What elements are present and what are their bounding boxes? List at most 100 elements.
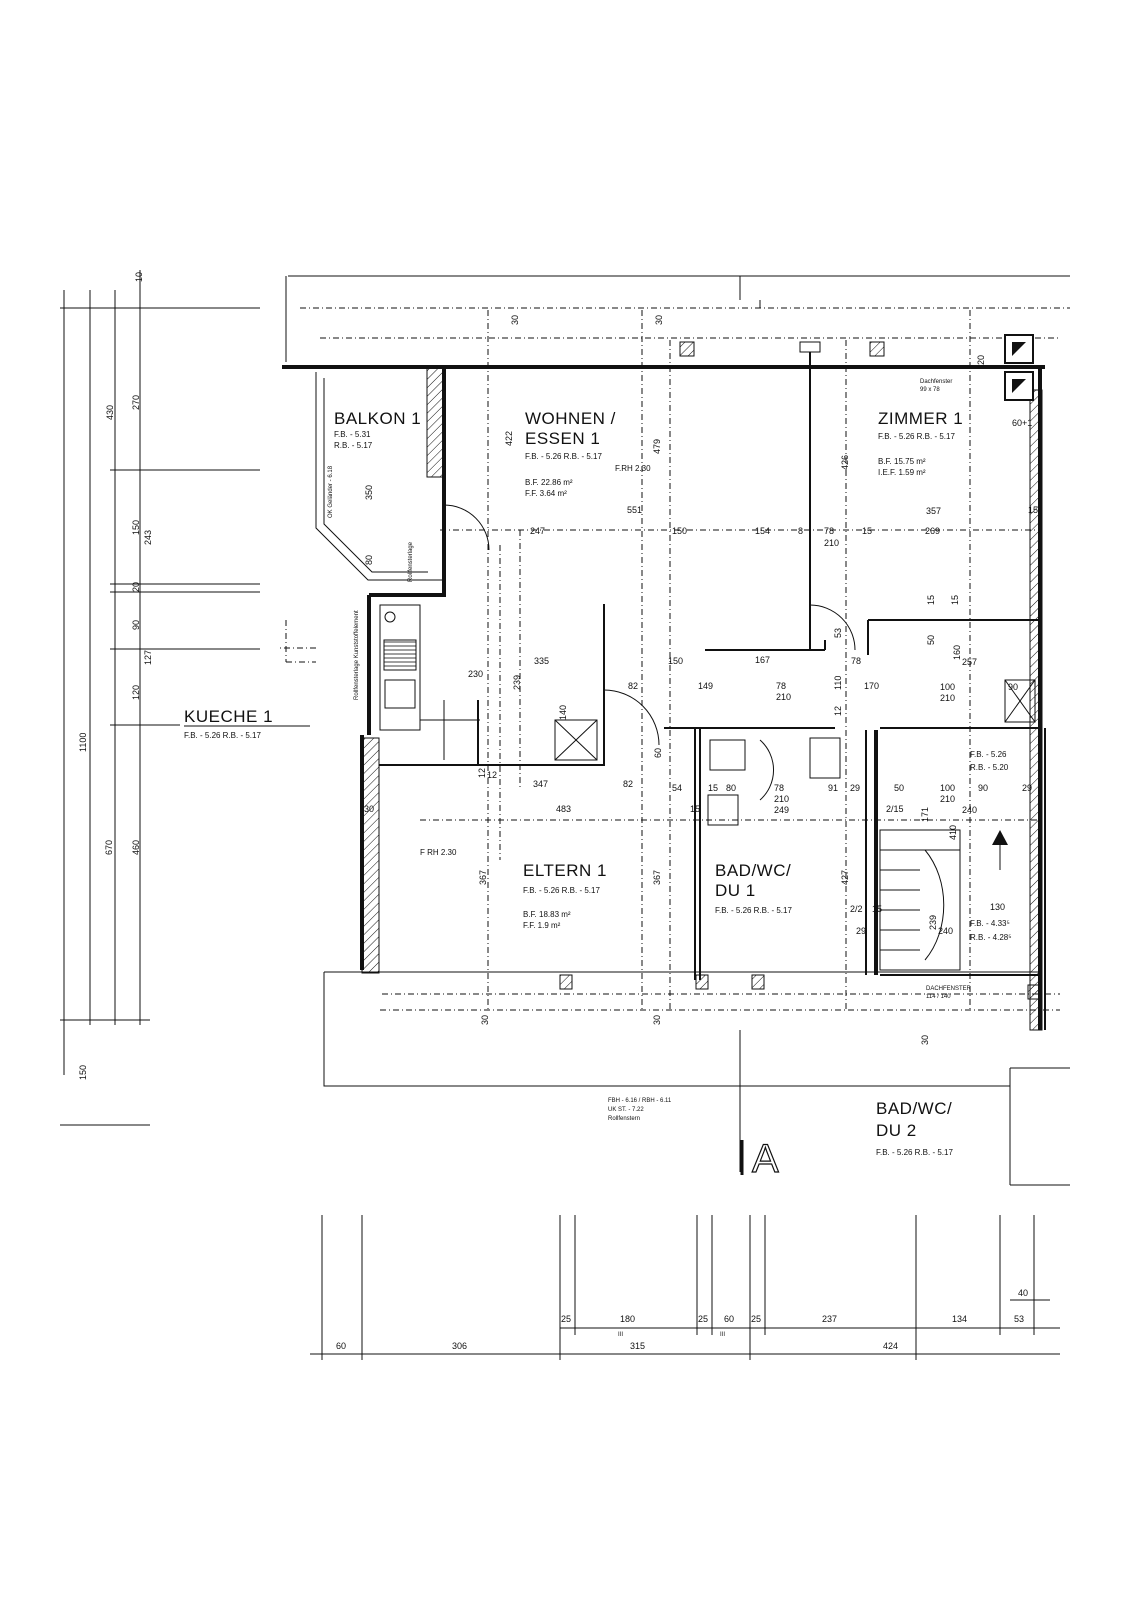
dim-label: 60 <box>724 1314 734 1324</box>
room-ff: F.F. 3.64 m² <box>525 489 567 498</box>
stair-fb2: F.B. - 4.33⁵ <box>970 919 1010 928</box>
dim-label: 127 <box>143 650 153 665</box>
room-bf: B.F. 22.86 m² <box>525 478 573 487</box>
dim-label: 239 <box>928 915 938 930</box>
dim-label: 25 <box>561 1314 571 1324</box>
dim-label: 239 <box>512 675 522 690</box>
room-fb-rb: F.B. - 5.26 R.B. - 5.17 <box>876 1148 953 1157</box>
dachfenster-size: 114 / 140 <box>926 994 951 1000</box>
dim-label: 100 <box>940 783 955 793</box>
left-dimension-labels: 10 430 270 150 243 20 90 127 120 1100 67… <box>78 272 153 1080</box>
room-name: BALKON 1 <box>334 409 421 428</box>
dim-label: 243 <box>143 530 153 545</box>
dim-label: 210 <box>776 692 791 702</box>
dashed-guide-lines <box>280 310 1060 1011</box>
stair-fb: F.B. - 5.26 <box>970 750 1007 759</box>
stair-labels: F.B. - 5.26 R.B. - 5.20 F.B. - 4.33⁵ R.B… <box>926 750 1012 1000</box>
dim-label: 60+1 <box>1012 418 1032 428</box>
dim-label: 15 <box>926 595 936 605</box>
dim-label: 230 <box>468 669 483 679</box>
room-ff: I.E.F. 1.59 m² <box>878 468 926 477</box>
dim-label: 30 <box>480 1015 490 1025</box>
dim-label: 90 <box>131 620 141 630</box>
dim-label: 78 <box>851 656 861 666</box>
dim-label: 180 <box>620 1314 635 1324</box>
dim-label: 315 <box>630 1341 645 1351</box>
dim-label: 357 <box>926 506 941 516</box>
dim-label: 430 <box>105 405 115 420</box>
dim-label: 210 <box>940 794 955 804</box>
dim-label: 460 <box>131 840 141 855</box>
dim-mark: III <box>618 1332 623 1338</box>
room-name: DU 1 <box>715 881 756 900</box>
dim-label: 110 <box>833 676 843 690</box>
dim-label: 270 <box>131 395 141 410</box>
dim-label: 367 <box>652 870 662 885</box>
bottom-dimension-chains <box>310 1215 1060 1360</box>
room-name: WOHNEN / <box>525 409 616 428</box>
note: Rollfensterlage Kunststoffelement <box>354 610 360 700</box>
dim-label: 150 <box>668 656 683 666</box>
dim-label: 15 <box>708 783 718 793</box>
dim-label: 90 <box>1008 682 1018 692</box>
dim-label: 15 <box>690 804 700 814</box>
section-marker: A <box>740 1136 780 1182</box>
dim-label: 15 <box>1028 505 1038 515</box>
dim-label: 2/15 <box>886 804 904 814</box>
crossed-fixtures <box>554 679 1036 761</box>
dim-label: 82 <box>623 779 633 789</box>
dim-label: 479 <box>652 439 662 454</box>
dim-label: 15 <box>872 904 882 914</box>
dim-label: 1100 <box>78 733 88 752</box>
dim-label: 25 <box>751 1314 761 1324</box>
dim-label: 12 <box>477 768 487 778</box>
room-name: ESSEN 1 <box>525 429 600 448</box>
dim-label: 60 <box>653 748 663 758</box>
dim-label: 29 <box>856 926 866 936</box>
top-dimension-labels: 30 30 20 60+1 15 <box>510 315 1038 515</box>
room-fb-rb: F.B. - 5.26 R.B. - 5.17 <box>184 731 261 740</box>
dim-label: 20 <box>976 355 986 365</box>
dim-label: 210 <box>824 538 839 548</box>
dim-label: 350 <box>364 485 374 500</box>
room-fb-rb: F.B. - 5.26 R.B. - 5.17 <box>523 886 600 895</box>
dim-label: 422 <box>504 431 514 446</box>
dim-label: 210 <box>940 693 955 703</box>
dim-label: 247 <box>530 526 545 536</box>
dim-label: 210 <box>774 794 789 804</box>
dim-label: 50 <box>894 783 904 793</box>
dim-label: 426 <box>840 455 850 470</box>
dim-label: 10 <box>134 272 144 282</box>
room-bad2: BAD/WC/ DU 2 F.B. - 5.26 R.B. - 5.17 <box>876 1099 953 1157</box>
room-kueche: KUECHE 1 F.B. - 5.26 R.B. - 5.17 <box>184 707 310 740</box>
dim-label: 240 <box>938 926 953 936</box>
room-ff: F.F. 1.9 m² <box>523 921 561 930</box>
left-dimension-chains <box>60 270 260 1126</box>
dim-label: 50 <box>926 635 936 645</box>
dim-label: 150 <box>672 526 687 536</box>
dim-label: 78 <box>774 783 784 793</box>
dim-label: 53 <box>833 628 843 638</box>
room-balkon: BALKON 1 F.B. - 5.31 R.B. - 5.17 <box>334 409 421 450</box>
room-fb-rb: F.B. - 5.26 R.B. - 5.17 <box>525 452 602 461</box>
room-name: KUECHE 1 <box>184 707 273 726</box>
dim-label: 29 <box>1022 783 1032 793</box>
dim-label: 240 <box>962 805 977 815</box>
dim-label: 29 <box>850 783 860 793</box>
room-frh: F.RH 2.30 <box>615 464 651 473</box>
dim-label: 12 <box>487 770 497 780</box>
dim-label: 80 <box>726 783 736 793</box>
dim-label: 171 <box>920 807 930 822</box>
stair-rb: R.B. - 5.20 <box>970 763 1009 772</box>
dim-label: 91 <box>828 783 838 793</box>
dim-label: 100 <box>940 682 955 692</box>
room-zimmer: ZIMMER 1 F.B. - 5.26 R.B. - 5.17 B.F. 15… <box>878 379 963 477</box>
dim-mark: III <box>720 1332 725 1338</box>
dim-label: 483 <box>556 804 571 814</box>
dim-label: 154 <box>755 526 770 536</box>
note: OK Geländer - 6.18 <box>328 465 334 518</box>
dim-label: 367 <box>478 870 488 885</box>
bottom-dimension-labels: 25 180 25 60 25 237 134 53 40 60 306 315… <box>336 1288 1028 1351</box>
dim-label: 150 <box>131 520 141 535</box>
